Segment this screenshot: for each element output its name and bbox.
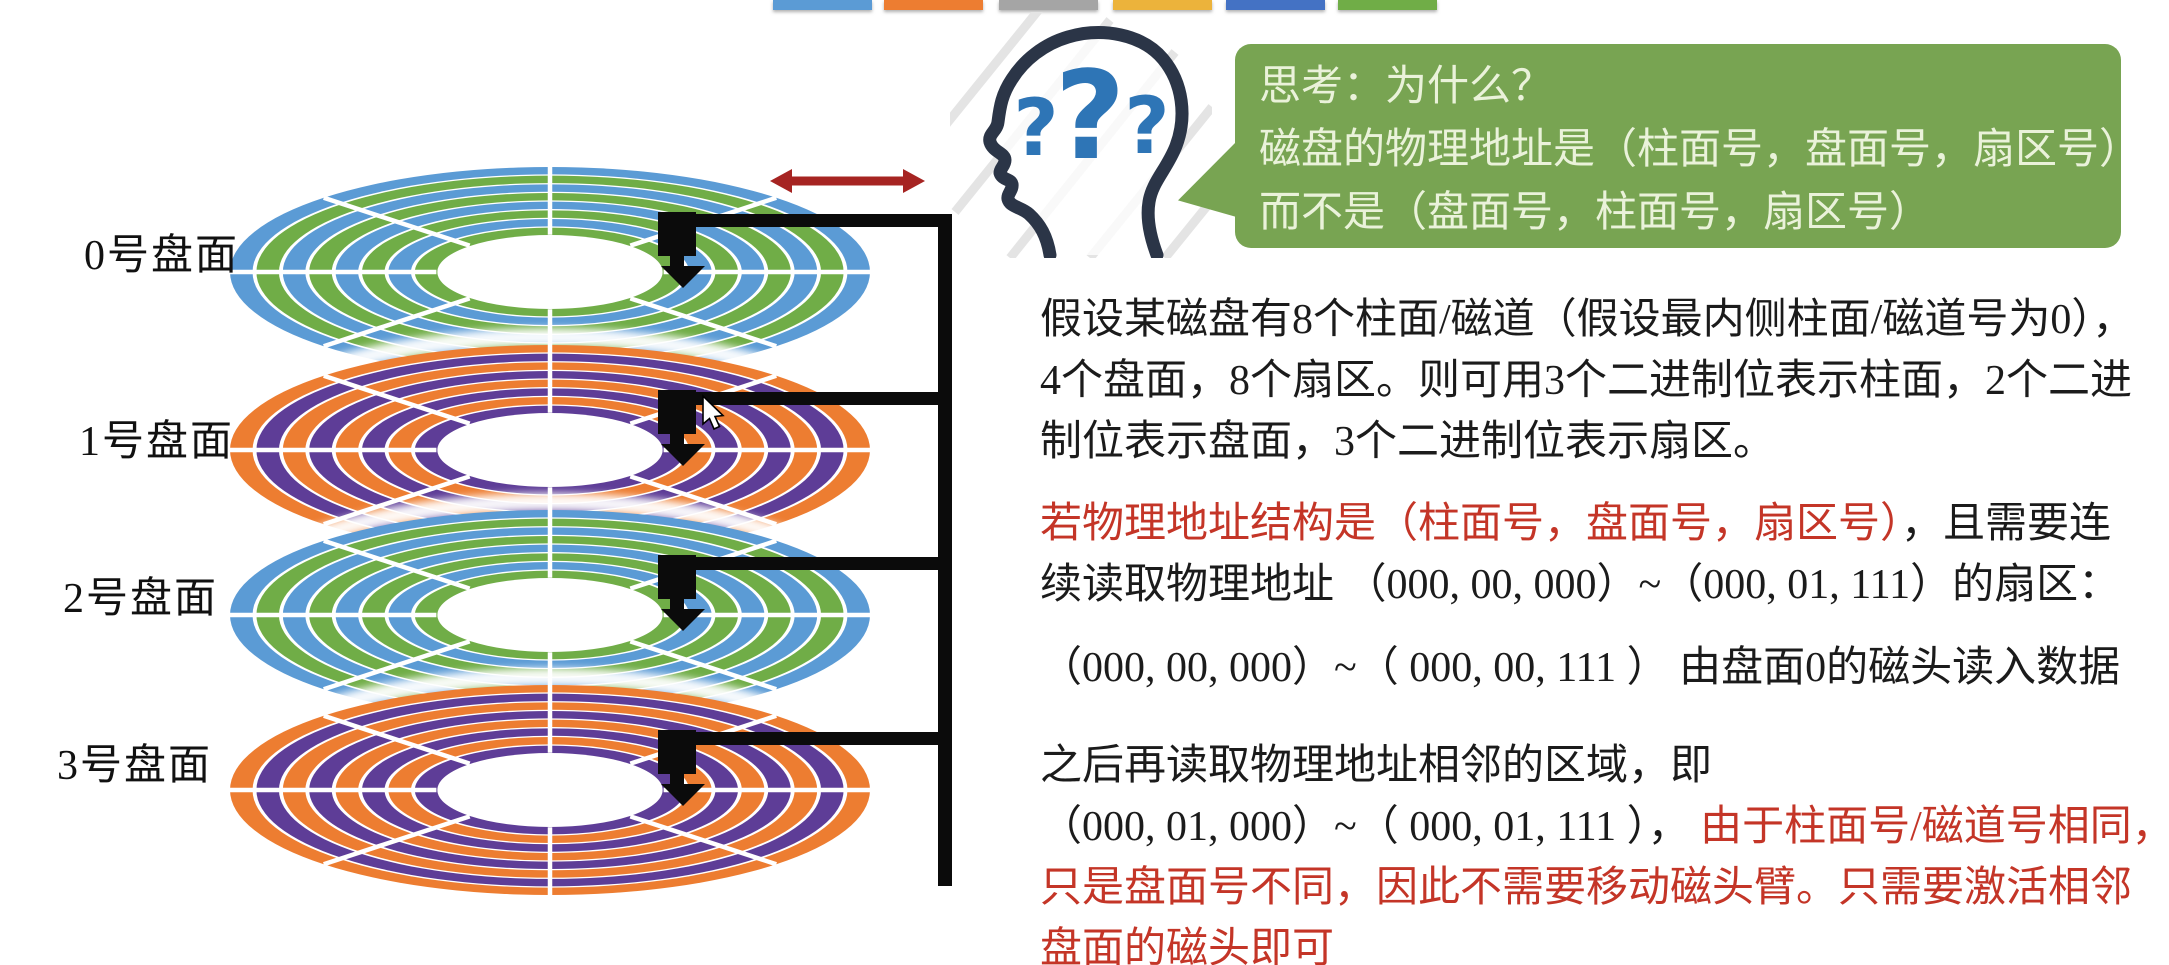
head-arrow-0 bbox=[661, 266, 705, 288]
read-write-head-0 bbox=[658, 212, 952, 288]
question-mark-center: ? bbox=[1055, 45, 1126, 187]
read-write-head-1 bbox=[658, 390, 952, 466]
swatch-darkblue bbox=[1226, 0, 1325, 10]
head-arm-0 bbox=[694, 214, 952, 227]
swatch-green bbox=[1338, 0, 1437, 10]
structure-line-1: 若物理地址结构是（柱面号，盘面号，扇区号），且需要连 bbox=[1040, 494, 2120, 555]
thinking-head-icon: ? ? ? bbox=[950, 12, 1212, 258]
read-range-line: （000, 00, 000）~（ 000, 00, 111 ） 由盘面0的磁头读… bbox=[1040, 645, 2121, 691]
head-arrow-2 bbox=[661, 609, 705, 631]
swatch-orange bbox=[884, 0, 983, 10]
platter-3 bbox=[215, 668, 885, 912]
question-mark-right: ? bbox=[1124, 82, 1169, 172]
paragraph-read-range: （000, 00, 000）~（ 000, 00, 111 ） 由盘面0的磁头读… bbox=[1040, 638, 2120, 699]
structure-line-1-red: 若物理地址结构是（柱面号，盘面号，扇区号） bbox=[1040, 501, 1902, 547]
platter-label-1: 1号盘面 bbox=[79, 419, 235, 465]
head-arm-2 bbox=[694, 557, 952, 570]
adjacent-line-3: 只是盘面号不同，因此不需要移动磁头臂。只需要激活相邻 bbox=[1040, 865, 2133, 911]
read-write-head-2 bbox=[658, 555, 952, 631]
swatch-blue bbox=[773, 0, 872, 10]
platter-label-0: 0号盘面 bbox=[84, 233, 240, 279]
swatch-yellow bbox=[1113, 0, 1212, 10]
head-arm-3 bbox=[694, 732, 952, 745]
adjacent-line-2: （000, 01, 000）~（ 000, 01, 111 ）， 由于柱面号/磁… bbox=[1040, 797, 2169, 858]
assumption-line-2: 4个盘面，8个扇区。则可用3个二进制位表示柱面，2个二进 bbox=[1040, 358, 2133, 404]
paragraph-adjacent-area: 之后再读取物理地址相邻的区域，即 （000, 01, 000）~（ 000, 0… bbox=[1040, 736, 2169, 965]
adjacent-line-2-red: 由于柱面号/磁道号相同， bbox=[1700, 804, 2169, 850]
head-arrow-3 bbox=[661, 784, 705, 806]
platter-2 bbox=[215, 493, 885, 737]
mouse-cursor bbox=[702, 394, 725, 431]
actuator-bar bbox=[938, 214, 952, 886]
bubble-line-3: 而不是（盘面号，柱面号，扇区号） bbox=[1259, 190, 1932, 236]
adjacent-line-1: 之后再读取物理地址相邻的区域，即 bbox=[1040, 743, 1713, 789]
head-arrow-1 bbox=[661, 444, 705, 466]
paragraph-address-structure: 若物理地址结构是（柱面号，盘面号，扇区号），且需要连 续读取物理地址 （000,… bbox=[1040, 494, 2120, 616]
platter-label-3: 3号盘面 bbox=[57, 743, 213, 789]
seek-direction-arrow bbox=[770, 169, 925, 193]
structure-line-2: 续读取物理地址 （000, 00, 000）~（000, 01, 111）的扇区… bbox=[1040, 562, 2121, 608]
speech-bubble: 思考：为什么？ 磁盘的物理地址是（柱面号，盘面号，扇区号） 而不是（盘面号，柱面… bbox=[1235, 44, 2142, 248]
question-mark-left: ? bbox=[1013, 84, 1058, 174]
read-write-head-3 bbox=[658, 730, 952, 806]
adjacent-line-4: 盘面的磁头即可 bbox=[1040, 926, 1335, 965]
bubble-line-2: 磁盘的物理地址是（柱面号，盘面号，扇区号） bbox=[1259, 127, 2142, 173]
assumption-line-1: 假设某磁盘有8个柱面/磁道（假设最内侧柱面/磁道号为0）， bbox=[1040, 297, 2135, 343]
assumption-line-3: 制位表示盘面，3个二进制位表示扇区。 bbox=[1040, 419, 1776, 465]
paragraph-assumption: 假设某磁盘有8个柱面/磁道（假设最内侧柱面/磁道号为0）， 4个盘面，8个扇区。… bbox=[1040, 290, 2134, 473]
bubble-line-1: 思考：为什么？ bbox=[1259, 64, 1554, 110]
structure-line-1-black: ，且需要连 bbox=[1901, 501, 2112, 547]
swatch-gray bbox=[999, 0, 1098, 10]
head-arm-1 bbox=[694, 392, 952, 405]
platter-label-2: 2号盘面 bbox=[63, 576, 219, 622]
adjacent-line-2-black: （000, 01, 000）~（ 000, 01, 111 ）， bbox=[1040, 804, 1701, 850]
head-profile-outline bbox=[983, 26, 1189, 258]
